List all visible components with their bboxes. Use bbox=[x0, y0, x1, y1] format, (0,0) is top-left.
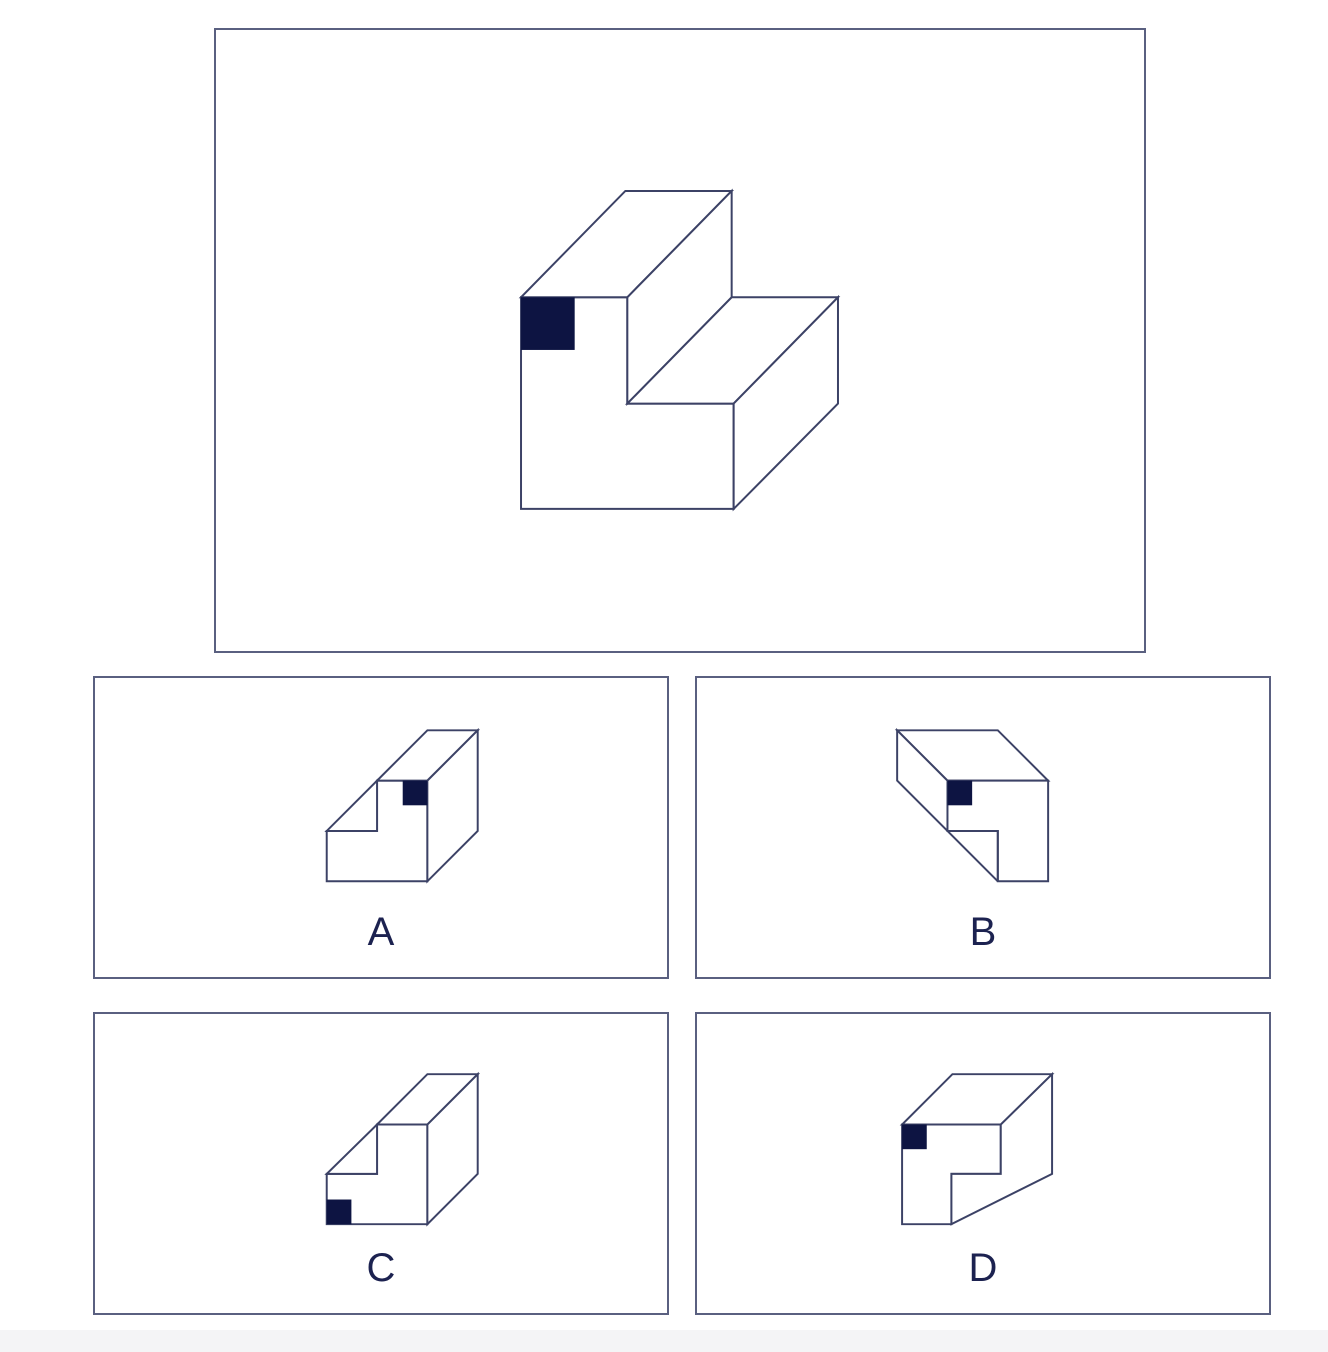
black-square-marker bbox=[947, 780, 973, 806]
black-square-marker bbox=[402, 780, 428, 806]
lower-side-face bbox=[732, 294, 839, 512]
black-square-marker bbox=[326, 1199, 352, 1225]
side-face bbox=[426, 1071, 479, 1227]
black-square-marker bbox=[902, 1124, 927, 1150]
option-a-figure bbox=[324, 727, 481, 884]
side-face bbox=[426, 727, 479, 884]
step-top-face bbox=[324, 1122, 379, 1175]
option-c-figure bbox=[324, 1071, 481, 1227]
option-b[interactable]: B bbox=[695, 676, 1271, 979]
bottom-strip bbox=[0, 1330, 1328, 1352]
question-figure bbox=[518, 188, 841, 512]
option-d-figure bbox=[899, 1071, 1055, 1226]
option-c-label: C bbox=[366, 1246, 396, 1290]
option-a-label: A bbox=[367, 910, 395, 954]
option-b-label: B bbox=[969, 910, 997, 954]
option-d[interactable]: D bbox=[695, 1012, 1271, 1315]
option-c[interactable]: C bbox=[93, 1012, 669, 1315]
step-top-face bbox=[324, 778, 379, 832]
question-panel bbox=[214, 28, 1146, 653]
inner-edge bbox=[947, 829, 999, 882]
black-square-marker bbox=[521, 297, 575, 350]
option-d-label: D bbox=[968, 1246, 998, 1290]
option-a[interactable]: A bbox=[93, 676, 669, 979]
side-face bbox=[950, 1071, 1054, 1226]
option-b-figure bbox=[894, 727, 1051, 883]
